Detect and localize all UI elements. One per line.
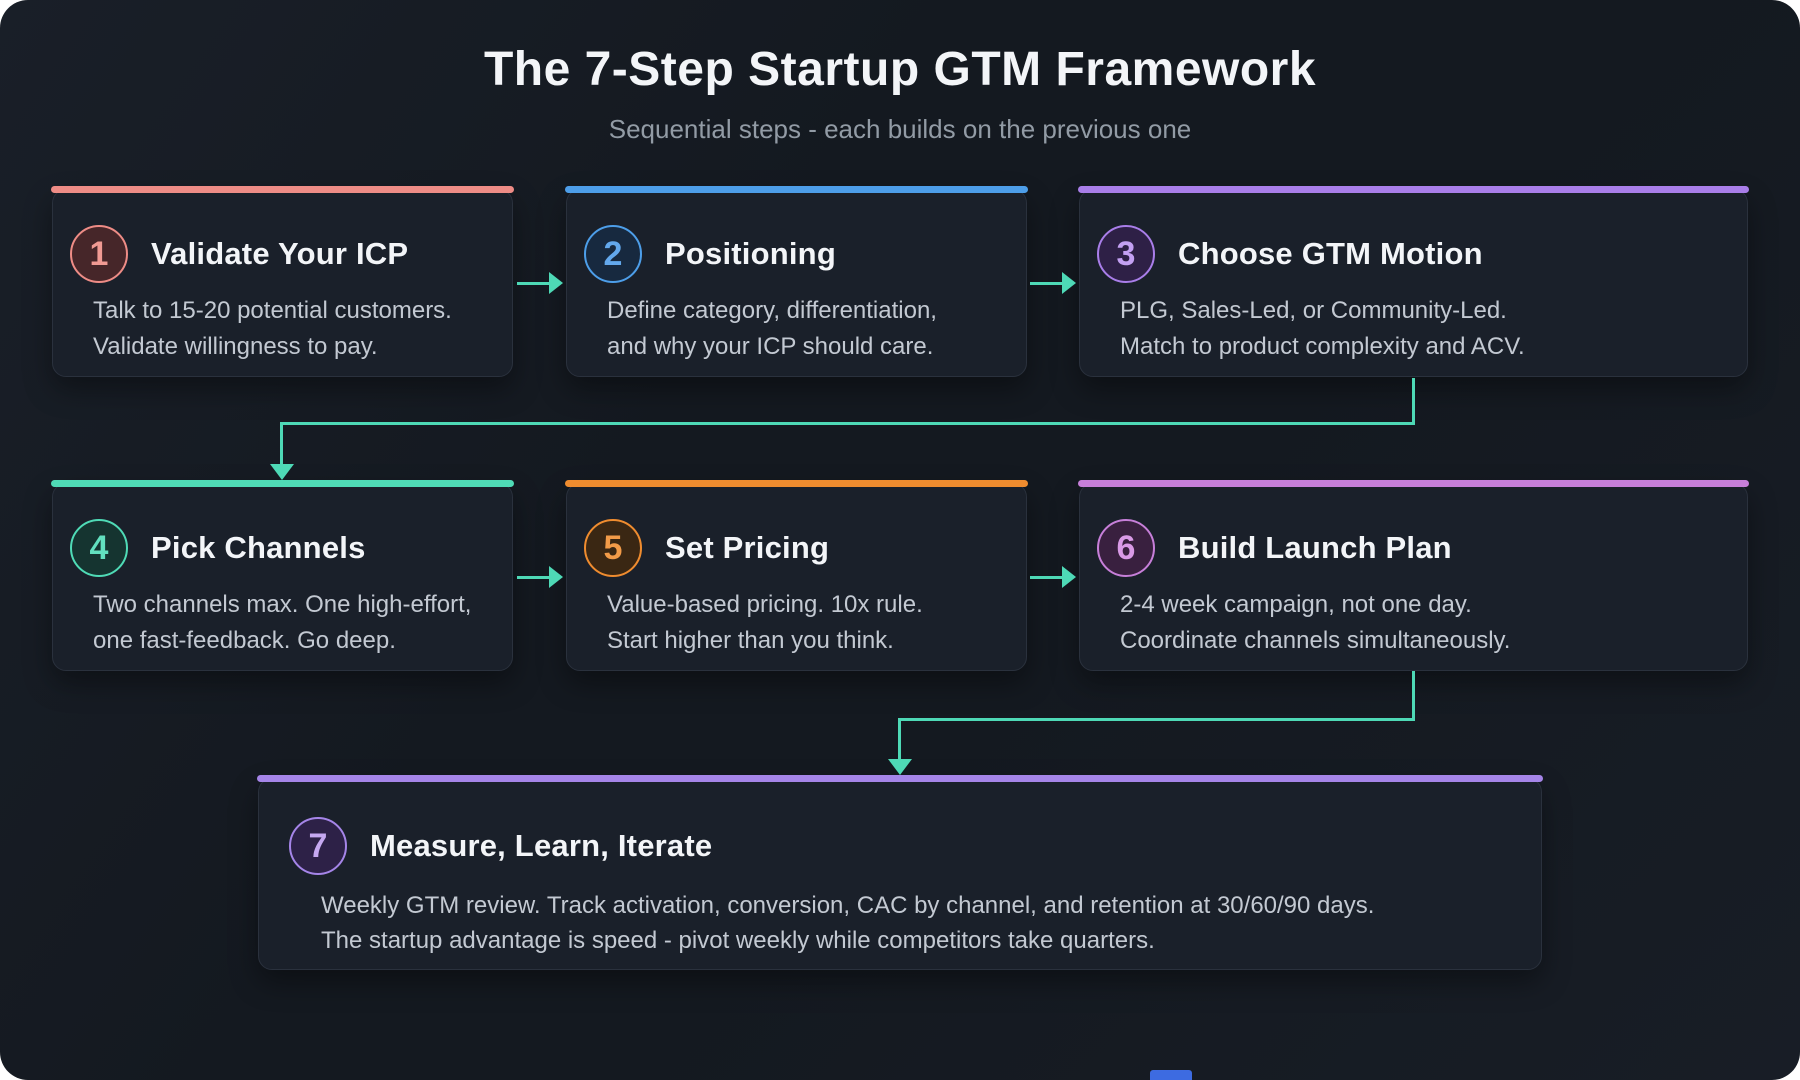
step-5-number-badge: 5 bbox=[584, 519, 642, 577]
step-5-title: Set Pricing bbox=[665, 530, 830, 565]
step-1-description: Talk to 15-20 potential customers. Valid… bbox=[93, 297, 452, 360]
arrow-line-step5-to-step6 bbox=[1030, 575, 1064, 579]
step-card-4: 4 Pick Channels Two channels max. One hi… bbox=[51, 480, 514, 671]
step-3-title: Choose GTM Motion bbox=[1178, 236, 1483, 271]
step-2-title: Positioning bbox=[665, 236, 836, 271]
step-2-description: Define category, differentiation, and wh… bbox=[607, 297, 937, 360]
arrow-line-step1-to-step2 bbox=[517, 281, 551, 285]
connector-step4-drop-segment bbox=[280, 422, 283, 466]
step-3-number-badge: 3 bbox=[1097, 225, 1155, 283]
step-card-7: 7 Measure, Learn, Iterate Weekly GTM rev… bbox=[257, 775, 1543, 970]
step-1-accent-bar bbox=[51, 186, 514, 193]
arrow-line-step2-to-step3 bbox=[1030, 281, 1064, 285]
arrow-right-icon bbox=[1062, 272, 1076, 294]
step-card-1: 1 Validate Your ICP Talk to 15-20 potent… bbox=[51, 186, 514, 377]
connector-step3-down-segment bbox=[1412, 378, 1415, 425]
connector-step6-down-segment bbox=[1412, 671, 1415, 721]
arrow-down-icon bbox=[887, 759, 912, 775]
arrow-right-icon bbox=[549, 272, 563, 294]
step-5-accent-bar bbox=[565, 480, 1028, 487]
step-6-number-badge: 6 bbox=[1097, 519, 1155, 577]
step-5-description: Value-based pricing. 10x rule. Start hig… bbox=[607, 591, 923, 654]
step-4-description: Two channels max. One high-effort, one f… bbox=[93, 591, 472, 654]
arrow-right-icon bbox=[549, 566, 563, 588]
step-4-title: Pick Channels bbox=[151, 530, 366, 565]
step-card-2: 2 Positioning Define category, different… bbox=[565, 186, 1028, 377]
page-subtitle: Sequential steps - each builds on the pr… bbox=[608, 114, 1192, 144]
step-2-number-badge: 2 bbox=[584, 225, 642, 283]
step-1-title: Validate Your ICP bbox=[151, 236, 409, 271]
step-4-number-badge: 4 bbox=[70, 519, 128, 577]
page-title: The 7-Step Startup GTM Framework bbox=[483, 43, 1317, 96]
step-1-number-badge: 1 bbox=[70, 225, 128, 283]
arrow-down-icon bbox=[269, 464, 294, 480]
step-7-number-badge: 7 bbox=[289, 817, 347, 875]
connector-step3-horizontal-segment bbox=[280, 422, 1415, 425]
step-4-accent-bar bbox=[51, 480, 514, 487]
arrow-right-icon bbox=[1062, 566, 1076, 588]
step-6-accent-bar bbox=[1078, 480, 1749, 487]
connector-step6-horizontal-segment bbox=[898, 718, 1415, 721]
step-3-accent-bar bbox=[1078, 186, 1749, 193]
connector-step7-drop-segment bbox=[898, 718, 901, 761]
step-7-title: Measure, Learn, Iterate bbox=[370, 828, 713, 863]
step-7-accent-bar bbox=[257, 775, 1543, 782]
step-card-5: 5 Set Pricing Value-based pricing. 10x r… bbox=[565, 480, 1028, 671]
step-3-description: PLG, Sales-Led, or Community-Led. Match … bbox=[1120, 297, 1525, 360]
step-2-accent-bar bbox=[565, 186, 1028, 193]
step-6-title: Build Launch Plan bbox=[1178, 530, 1452, 565]
arrow-line-step4-to-step5 bbox=[517, 575, 551, 579]
step-7-description: Weekly GTM review. Track activation, con… bbox=[321, 892, 1375, 954]
step-card-6: 6 Build Launch Plan 2-4 week campaign, n… bbox=[1078, 480, 1749, 671]
bottom-edge-blue-artifact bbox=[1150, 1070, 1192, 1080]
step-6-description: 2-4 week campaign, not one day. Coordina… bbox=[1120, 591, 1511, 654]
step-card-3: 3 Choose GTM Motion PLG, Sales-Led, or C… bbox=[1078, 186, 1749, 377]
